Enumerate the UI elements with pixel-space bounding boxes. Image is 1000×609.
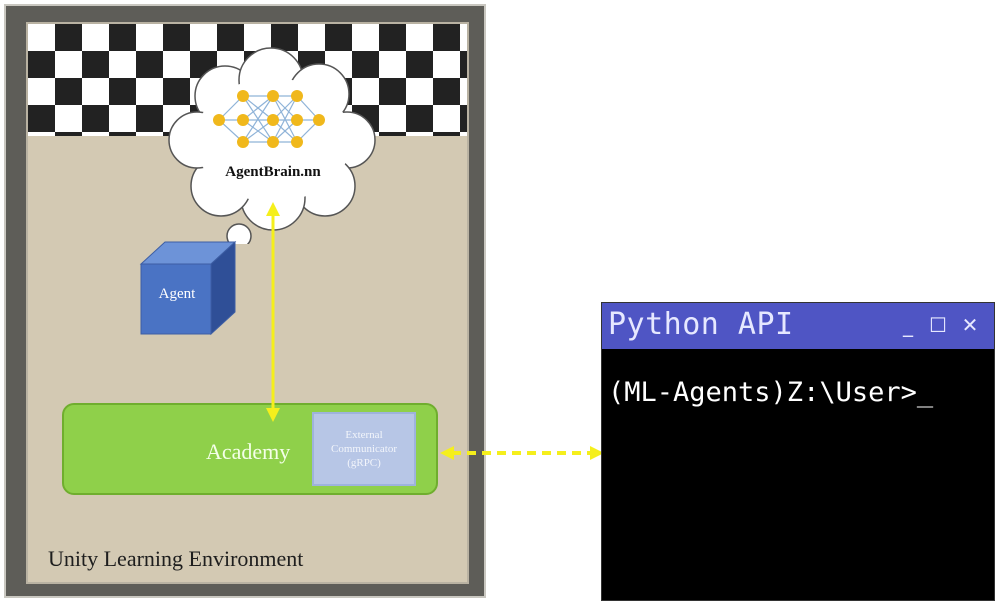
external-communicator-box: External Communicator (gRPC) [312,412,416,486]
communicator-line-1: External [345,429,383,441]
terminal-prompt[interactable]: (ML-Agents)Z:\User>_ [608,377,934,408]
agent-brain-cloud: AgentBrain.nn [163,44,383,264]
communicator-python-arrow [440,446,604,460]
neural-network-icon [213,90,325,148]
agent-label: Agent [158,286,196,302]
communicator-line-3: (gRPC) [347,457,381,469]
agent-brain-label: AgentBrain.nn [225,164,321,180]
environment-label: Unity Learning Environment [48,546,304,571]
communicator-line-2: Communicator [331,443,397,455]
thought-cloud-shape [168,47,376,264]
minimize-button[interactable]: _ [903,313,913,337]
agent-cube: Agent [135,238,245,338]
brain-academy-arrow [266,202,280,422]
window-title: Python API [608,307,794,342]
academy-label: Academy [206,439,291,464]
academy-box: Academy External Communicator (gRPC) [62,403,438,495]
title-bar: Python API _ ☐ ✕ [602,303,994,349]
cube-icon [139,240,237,336]
maximize-button[interactable]: ☐ [929,313,947,337]
python-api-window: Python API _ ☐ ✕ (ML-Agents)Z:\User>_ [601,302,995,601]
close-button[interactable]: ✕ [961,313,979,337]
